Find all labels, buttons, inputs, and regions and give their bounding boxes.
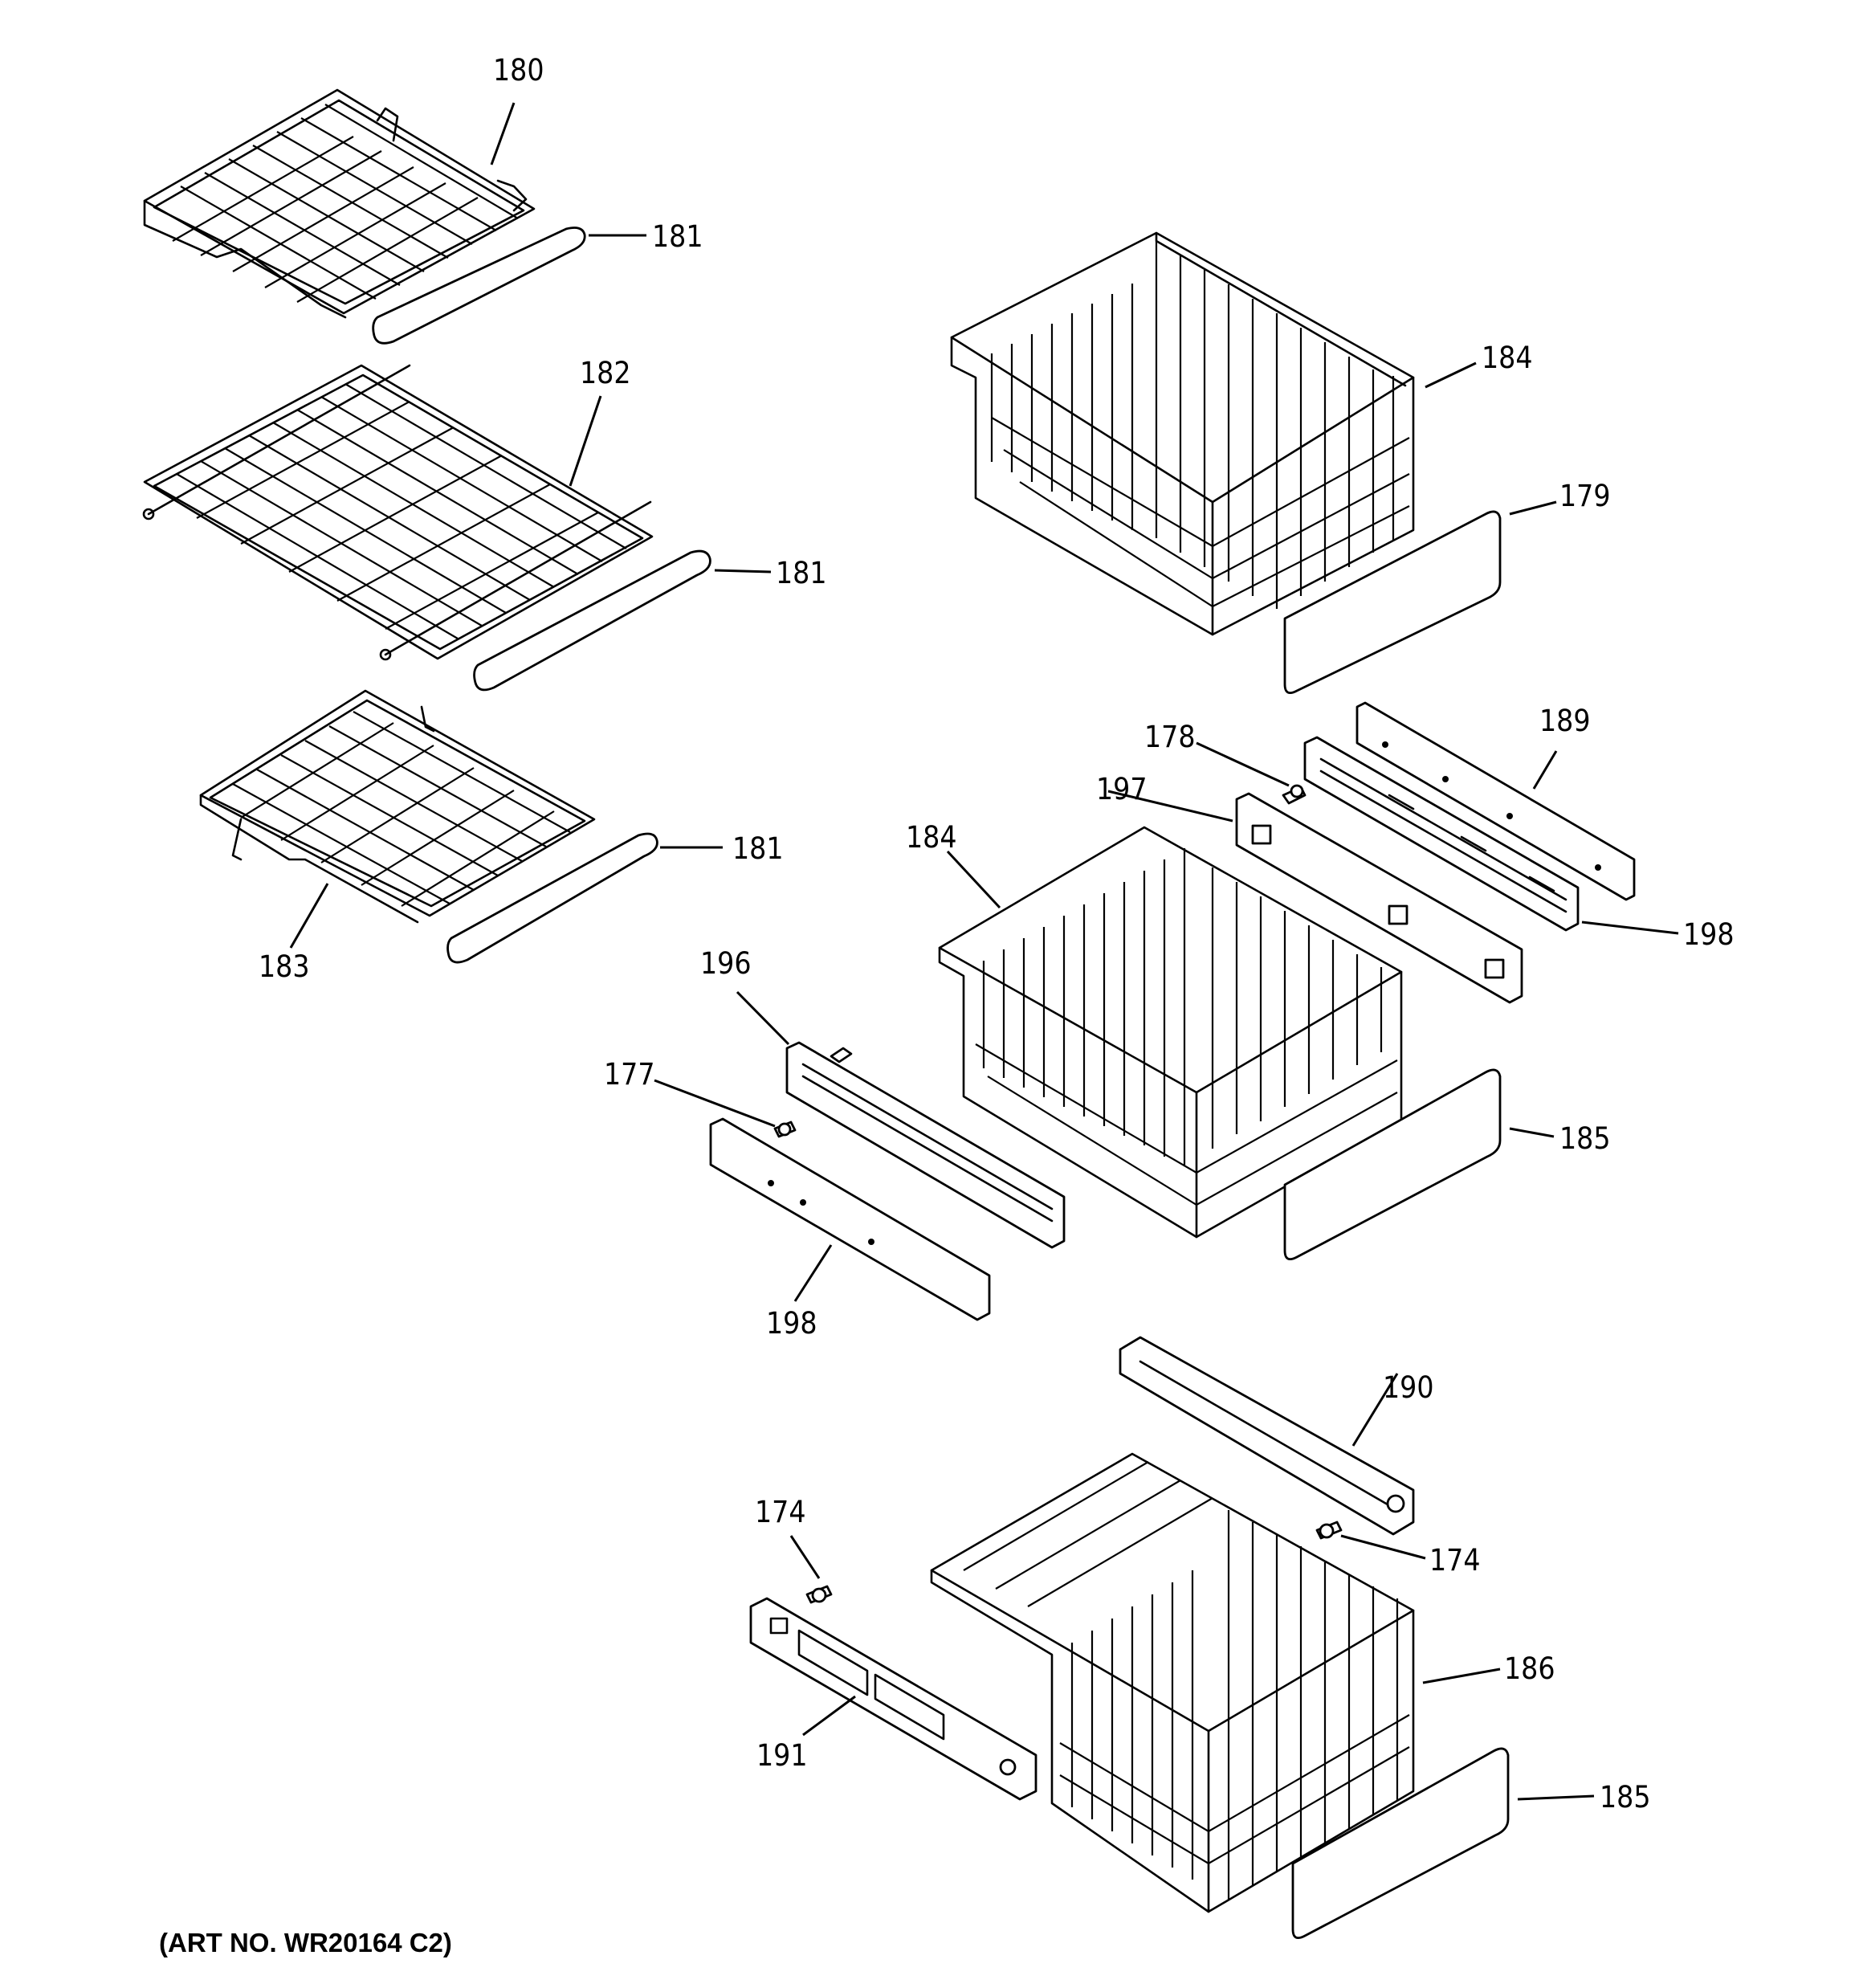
- art-number: (ART NO. WR20164 C2): [159, 1928, 452, 1957]
- wire-basket-184-upper: [950, 231, 1415, 636]
- callout-181-lower: 181: [732, 831, 784, 866]
- callout-197: 197: [1096, 772, 1148, 806]
- support-bar-190: [1119, 1336, 1415, 1536]
- callout-185-middle: 185: [1559, 1121, 1611, 1156]
- callout-191: 191: [756, 1738, 808, 1773]
- shelf-trim-181-lower: [446, 832, 658, 964]
- leader-lines: [289, 102, 1679, 1801]
- wire-shelf-182: [142, 364, 654, 661]
- callout-180: 180: [493, 53, 544, 88]
- callout-labels: 180 181 182 181 183 181 184 179 178 189 …: [259, 53, 1735, 1815]
- callout-174-right: 174: [1429, 1543, 1481, 1578]
- slide-rail-198-left: [709, 1117, 991, 1321]
- callout-186: 186: [1504, 1651, 1555, 1686]
- callout-198-right: 198: [1683, 917, 1735, 952]
- callout-185-bottom: 185: [1600, 1780, 1651, 1815]
- shelf-trim-181-middle: [473, 549, 711, 692]
- callout-184-middle: 184: [906, 820, 957, 855]
- callout-174-left: 174: [755, 1495, 806, 1529]
- callout-183: 183: [259, 949, 310, 984]
- basket-front-185-bottom: [1291, 1747, 1510, 1940]
- slide-rail-198-right: [1303, 736, 1580, 932]
- callout-182: 182: [580, 356, 631, 390]
- wire-shelf-183: [199, 689, 596, 924]
- wire-basket-186: [930, 1452, 1415, 1913]
- callout-198-left: 198: [766, 1306, 817, 1341]
- callout-179: 179: [1559, 479, 1611, 513]
- cover-189: [1355, 701, 1636, 901]
- screw-178: [1282, 784, 1307, 805]
- shelf-trim-181-top: [372, 227, 586, 345]
- screw-174-left: [805, 1585, 833, 1604]
- front-bracket-191: [749, 1597, 1037, 1801]
- callout-184-upper: 184: [1482, 341, 1533, 375]
- basket-front-179: [1283, 510, 1502, 695]
- callout-181-top: 181: [652, 219, 703, 254]
- screw-177: [773, 1121, 797, 1138]
- basket-front-185-middle: [1283, 1068, 1502, 1261]
- bracket-197: [1235, 792, 1523, 1004]
- slide-rail-196: [785, 1041, 1066, 1249]
- wire-shelf-180: [143, 88, 536, 319]
- callout-181-middle: 181: [776, 556, 827, 590]
- callout-196: 196: [700, 946, 752, 981]
- callout-178: 178: [1144, 720, 1196, 754]
- callout-177: 177: [604, 1057, 655, 1092]
- callout-189: 189: [1539, 704, 1591, 738]
- screw-174-right: [1315, 1521, 1343, 1540]
- callout-190: 190: [1383, 1370, 1434, 1405]
